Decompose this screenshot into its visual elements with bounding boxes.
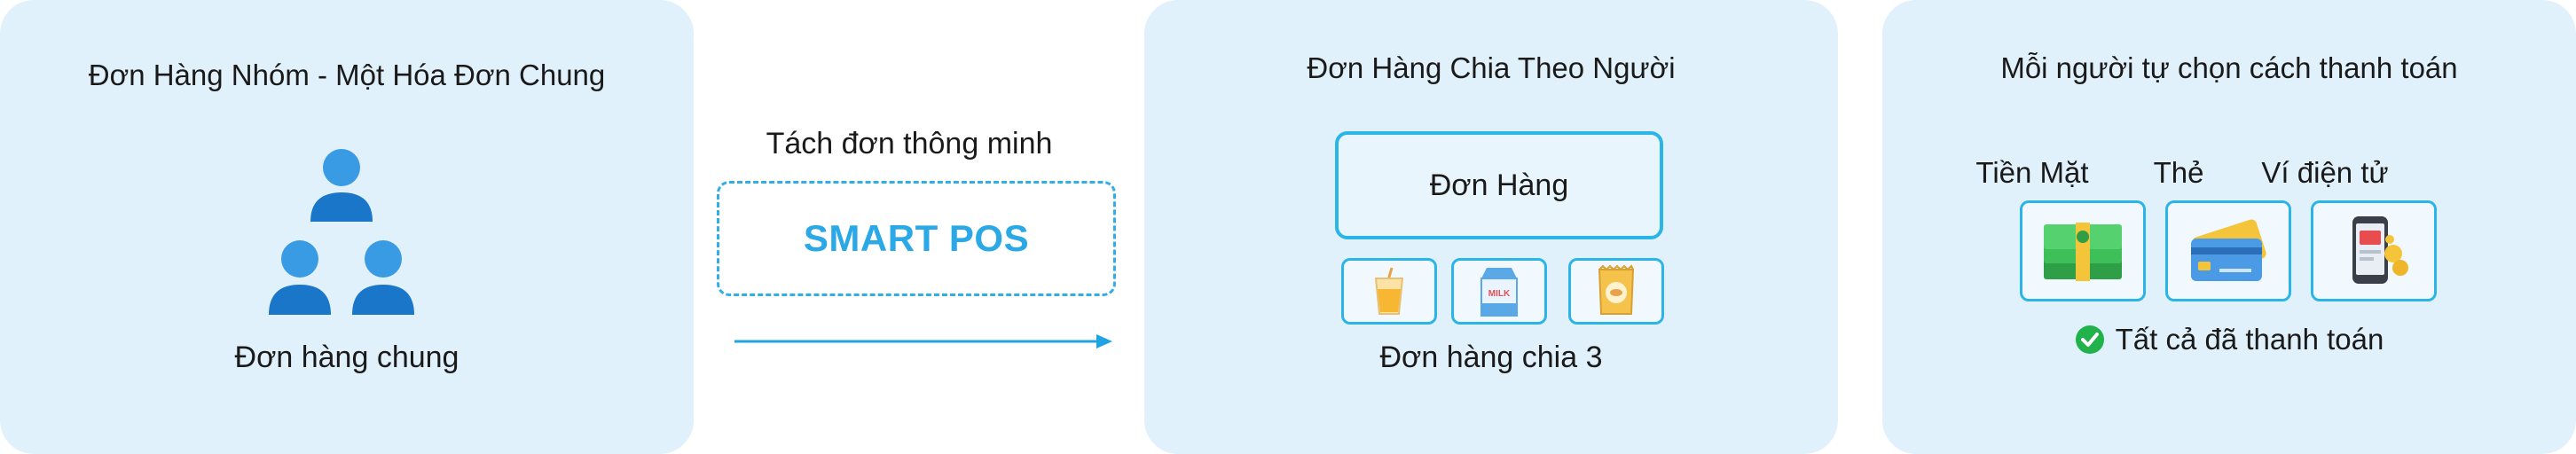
split-order-caption: Đơn hàng chia 3: [1379, 340, 1603, 374]
payment-method-label-ewallet: Ví điện tử: [2261, 156, 2389, 189]
people-group-icon: [269, 149, 414, 315]
order-box: Đơn Hàng: [1335, 131, 1663, 239]
snack-bag-icon: [1598, 263, 1635, 315]
arrow-right-icon: [734, 334, 1112, 348]
group-order-panel: Đơn Hàng Nhóm - Một Hóa Đơn Chung Đơn hà…: [0, 0, 694, 454]
order-label: Đơn Hàng: [1429, 168, 1569, 202]
smart-split-label: Tách đơn thông minh: [766, 127, 1053, 160]
payment-method-label-card: Thẻ: [2153, 156, 2204, 189]
payment-method-label-cash: Tiền Mặt: [1975, 156, 2089, 189]
e-wallet-phone-icon: [2352, 216, 2408, 284]
item-milk: MILK: [1451, 258, 1547, 325]
smart-pos-text: SMART POS: [803, 217, 1030, 259]
juice-cup-icon: [1374, 267, 1404, 315]
payment-panel: Mỗi người tự chọn cách thanh toán Tất cả…: [1882, 0, 2576, 454]
payment-method-cash[interactable]: [2020, 200, 2146, 301]
payment-status-text: Tất cả đã thanh toán: [2115, 323, 2384, 356]
smart-pos-box: SMART POS: [717, 181, 1116, 296]
item-juice: [1341, 258, 1437, 325]
payment-title: Mỗi người tự chọn cách thanh toán: [2000, 51, 2458, 84]
milk-text: MILK: [1488, 289, 1511, 299]
item-snack: [1568, 258, 1664, 325]
check-circle-icon: [2075, 325, 2104, 354]
milk-carton-icon: MILK: [1480, 267, 1518, 317]
split-order-title: Đơn Hàng Chia Theo Người: [1307, 51, 1676, 84]
group-order-caption: Đơn hàng chung: [234, 340, 459, 374]
credit-card-icon: [2191, 219, 2266, 281]
payment-status: Tất cả đã thanh toán: [1882, 323, 2576, 356]
cash-icon: [2044, 223, 2122, 281]
payment-method-ewallet[interactable]: [2311, 200, 2437, 301]
group-order-title: Đơn Hàng Nhóm - Một Hóa Đơn Chung: [88, 59, 606, 91]
payment-method-card[interactable]: [2165, 200, 2291, 301]
